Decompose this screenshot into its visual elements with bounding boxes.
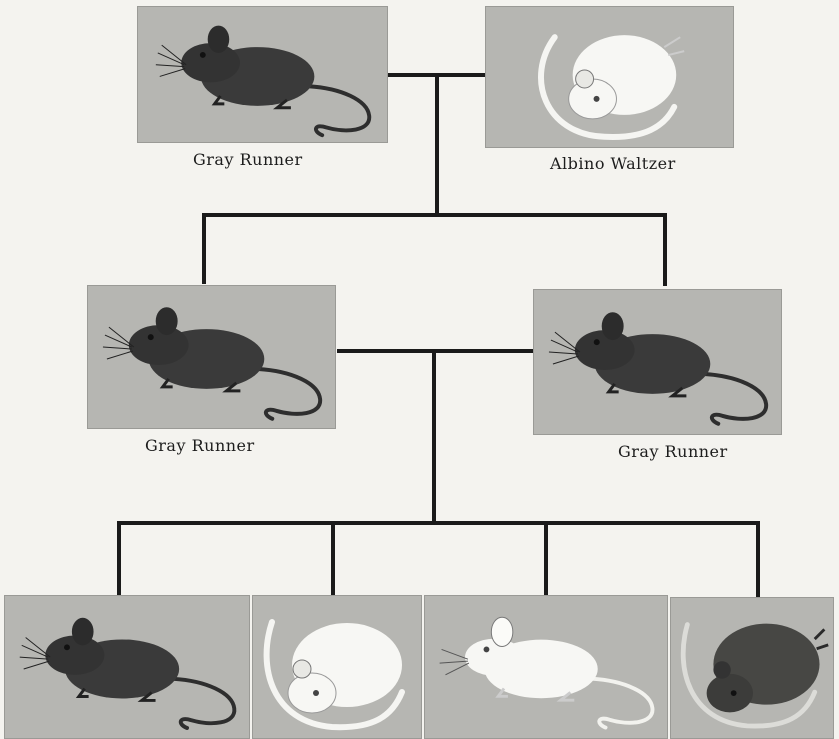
- f2-albino-curled-plate: [252, 595, 422, 739]
- f1-gray-runner-plate-1: [87, 285, 336, 429]
- gray-mouse-curled-illustration: [670, 597, 834, 739]
- f1-gray-runner-plate-2: [533, 289, 782, 435]
- f2-albino-walking-plate: [424, 595, 668, 739]
- parent-2-label: Albino Waltzer: [550, 154, 676, 173]
- f2-gray-walking-plate: [4, 595, 250, 739]
- parent-albino-waltzer-plate: [485, 6, 734, 148]
- albino-mouse-walking-illustration: [424, 595, 668, 739]
- albino-mouse-curled-illustration: [252, 595, 422, 739]
- f1-2-label: Gray Runner: [618, 442, 728, 461]
- f1-1-label: Gray Runner: [145, 436, 255, 455]
- f2-gray-curled-plate: [670, 597, 834, 739]
- gray-mouse-walking-illustration: [533, 289, 782, 435]
- gray-mouse-walking-illustration: [137, 6, 388, 143]
- gray-mouse-walking-illustration: [87, 285, 336, 429]
- parent-1-label: Gray Runner: [193, 150, 303, 169]
- gray-mouse-walking-illustration: [4, 595, 250, 739]
- parent-gray-runner-plate: [137, 6, 388, 143]
- albino-mouse-curled-illustration: [485, 6, 734, 148]
